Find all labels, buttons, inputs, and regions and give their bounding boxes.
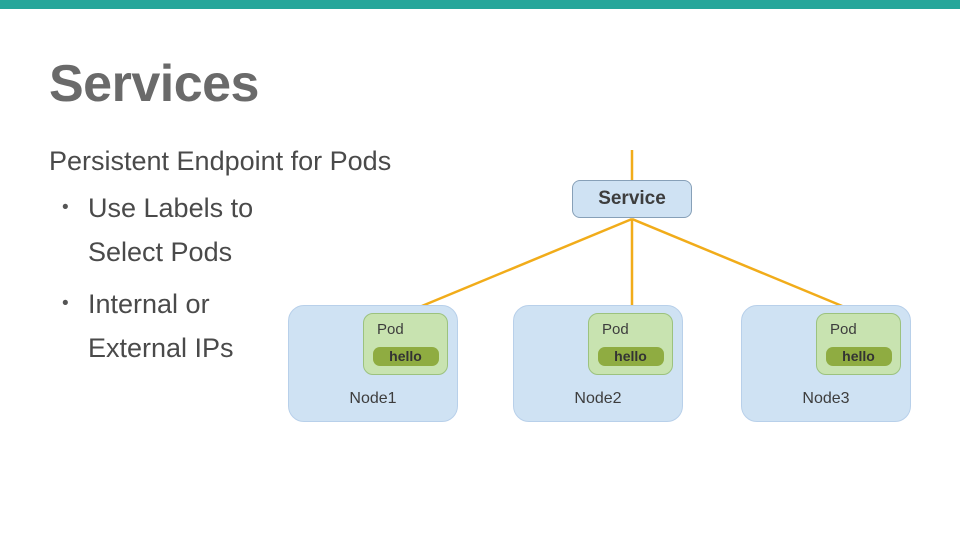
node-box-node2: Pod hello Node2 — [513, 305, 683, 422]
connector-line-node3 — [631, 217, 860, 315]
bullet-text: Use Labels to Select Pods — [88, 193, 254, 267]
container-badge: hello — [597, 347, 664, 366]
slide-subtitle: Persistent Endpoint for Pods — [49, 146, 392, 176]
node-box-node1: Pod hello Node1 — [288, 305, 458, 422]
container-badge: hello — [372, 347, 439, 366]
node-box-node3: Pod hello Node3 — [741, 305, 911, 422]
pod-box: Pod hello — [588, 313, 673, 375]
container-badge: hello — [825, 347, 892, 366]
node-label: Node2 — [574, 390, 622, 407]
bullet-list: • Use Labels to Select Pods • Internal o… — [62, 186, 322, 378]
node-label: Node3 — [802, 390, 850, 407]
page-title: Services — [49, 55, 259, 113]
connector-line-node1 — [404, 217, 633, 315]
bullet-icon: • — [62, 197, 69, 218]
bullet-icon: • — [62, 293, 69, 314]
pod-label: Pod — [830, 321, 857, 338]
bullet-text: Internal or External IPs — [88, 289, 234, 363]
list-item: • Internal or External IPs — [62, 282, 322, 370]
pod-label: Pod — [377, 321, 404, 338]
node-label: Node1 — [349, 390, 397, 407]
slide-accent-bar — [0, 0, 960, 9]
pod-box: Pod hello — [363, 313, 448, 375]
pod-box: Pod hello — [816, 313, 901, 375]
pod-label: Pod — [602, 321, 629, 338]
service-box: Service — [572, 180, 692, 218]
list-item: • Use Labels to Select Pods — [62, 186, 322, 274]
